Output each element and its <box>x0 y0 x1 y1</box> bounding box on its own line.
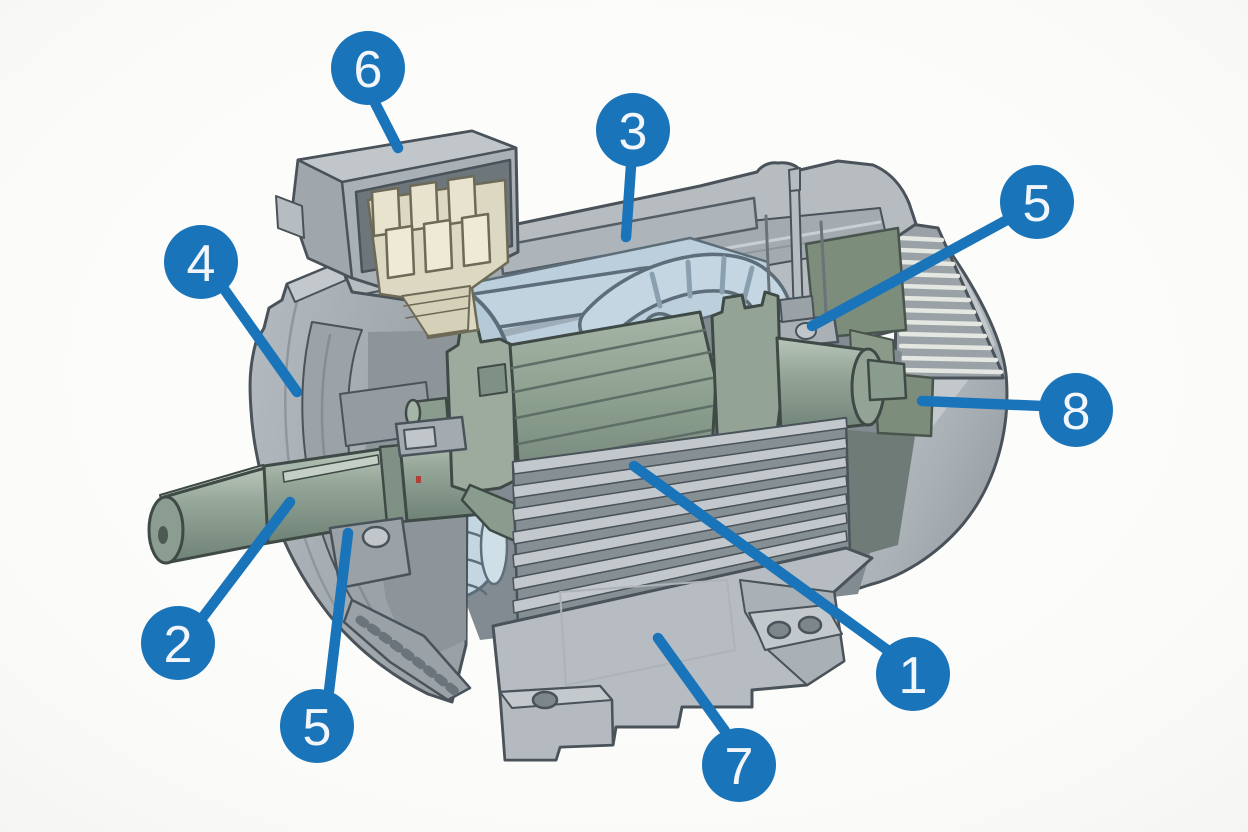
svg-text:4: 4 <box>187 235 216 293</box>
svg-text:5: 5 <box>1023 175 1052 233</box>
svg-text:3: 3 <box>619 103 648 161</box>
svg-text:7: 7 <box>725 738 754 796</box>
svg-text:2: 2 <box>164 616 193 674</box>
svg-text:5: 5 <box>303 699 332 757</box>
svg-text:6: 6 <box>354 41 383 99</box>
svg-text:1: 1 <box>899 647 928 705</box>
svg-text:8: 8 <box>1062 383 1091 441</box>
